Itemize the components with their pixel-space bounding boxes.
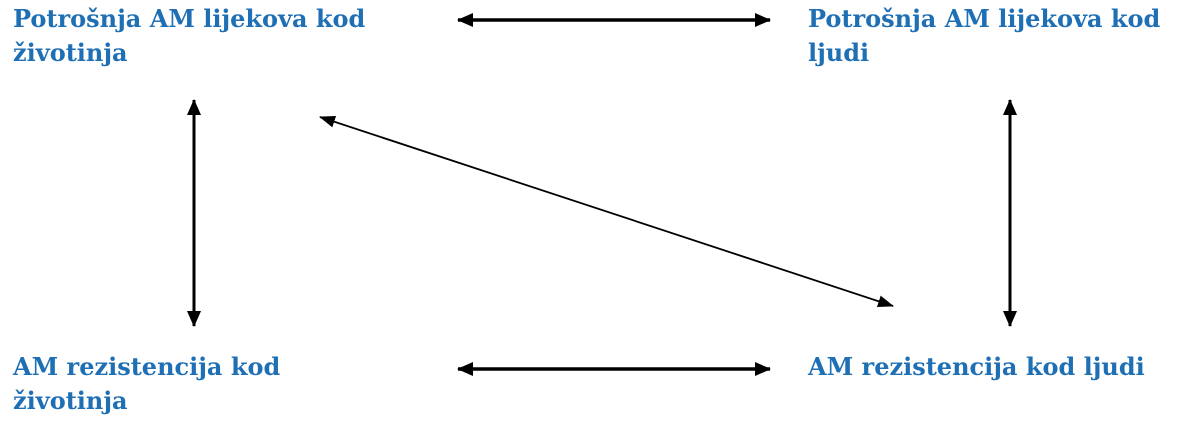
arrow-diagonal-cross-link: [319, 116, 894, 307]
node-animal-consumption: Potrošnja AM lijekova kod životinja: [13, 4, 366, 67]
node-human-consumption: Potrošnja AM lijekova kod ljudi: [808, 4, 1161, 67]
node-animal-resistance: AM rezistencija kod životinja: [13, 352, 281, 415]
node-human-resistance: AM rezistencija kod ljudi: [808, 352, 1145, 381]
